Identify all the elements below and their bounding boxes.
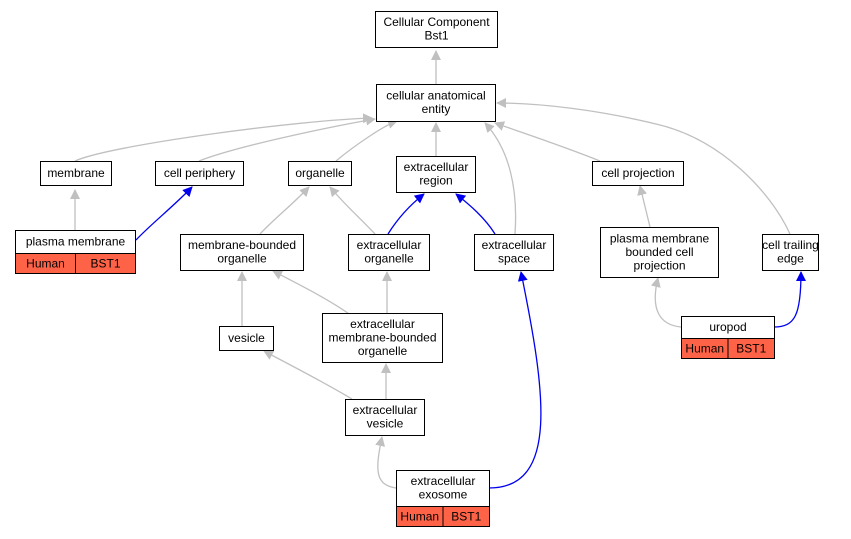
node-label: projection <box>633 258 685 272</box>
species-label: Human <box>400 510 439 524</box>
is-a-edge <box>259 186 310 235</box>
node-label: cell projection <box>601 166 674 180</box>
node-label: membrane-bounded <box>328 330 436 344</box>
node-label: extracellular <box>411 474 476 488</box>
node-label: region <box>419 174 452 188</box>
annotated-edge <box>387 193 425 235</box>
annotated-edge <box>135 186 193 241</box>
node-box <box>396 156 476 193</box>
node-box <box>375 11 498 48</box>
node-membrane[interactable]: membrane <box>40 161 112 186</box>
species-label: Human <box>685 342 724 356</box>
node-label: bounded cell <box>625 245 693 259</box>
node-label: cellular anatomical <box>386 89 485 103</box>
node-label: plasma membrane <box>26 234 126 248</box>
node-label: organelle <box>295 166 345 180</box>
node-label: extracellular <box>357 238 422 252</box>
node-box <box>592 161 684 186</box>
node-label: cell trailing <box>762 238 819 252</box>
node-box <box>180 234 304 271</box>
is-a-edge <box>272 270 353 317</box>
is-a-edge <box>637 185 651 228</box>
node-cell-periphery[interactable]: cell periphery <box>155 161 244 186</box>
node-label: Cellular Component <box>383 15 490 29</box>
node-label: membrane-bounded <box>188 238 296 252</box>
node-label: vesicle <box>228 331 265 345</box>
node-organelle[interactable]: organelle <box>288 161 352 186</box>
node-label: space <box>498 252 530 266</box>
node-label: exosome <box>419 488 468 502</box>
node-box <box>155 161 244 186</box>
is-a-edge <box>496 98 791 235</box>
node-label: extracellular <box>350 317 415 331</box>
node-label: plasma membrane <box>610 231 710 245</box>
is-a-edge <box>329 186 376 235</box>
node-label: organelle <box>358 344 408 358</box>
gene-cell <box>442 506 490 527</box>
node-box <box>396 470 490 507</box>
node-box <box>474 234 554 271</box>
node-label: extracellular <box>404 160 469 174</box>
node-label: uropod <box>709 320 746 334</box>
annotated-edge <box>488 271 542 489</box>
node-label: cell periphery <box>164 166 235 180</box>
node-label: entity <box>422 102 451 116</box>
node-label: Bst1 <box>424 29 448 43</box>
gene-label: BST1 <box>90 257 120 271</box>
is-a-edge <box>335 119 398 162</box>
node-box <box>376 84 496 122</box>
node-box <box>40 161 112 186</box>
gene-cell <box>727 338 775 359</box>
node-box <box>762 234 819 271</box>
node-label: extracellular <box>482 238 547 252</box>
gene-label: BST1 <box>451 510 481 524</box>
is-a-edge <box>650 277 682 328</box>
node-box <box>322 313 443 363</box>
node-box <box>288 161 352 186</box>
gene-label: BST1 <box>736 342 766 356</box>
node-label: vesicle <box>367 417 404 431</box>
node-cell-projection[interactable]: cell projection <box>592 161 684 186</box>
node-box <box>219 326 274 351</box>
edges-layer <box>70 50 806 489</box>
is-a-edge <box>494 121 601 162</box>
node-label: membrane <box>47 166 105 180</box>
gene-cell <box>75 253 136 274</box>
species-label: Human <box>26 257 65 271</box>
node-vesicle[interactable]: vesicle <box>219 326 274 351</box>
node-box <box>348 234 430 271</box>
node-box <box>600 227 719 278</box>
is-a-edge <box>198 115 376 162</box>
node-label: organelle <box>217 252 267 266</box>
annotated-edge <box>773 271 806 328</box>
is-a-edge <box>484 122 517 235</box>
node-label: extracellular <box>353 403 418 417</box>
is-a-edge <box>375 436 397 489</box>
node-label: organelle <box>364 252 414 266</box>
node-label: edge <box>777 252 804 266</box>
is-a-edge <box>74 113 373 162</box>
node-box <box>345 399 425 436</box>
annotated-edge <box>455 193 496 235</box>
is-a-edge <box>263 350 353 400</box>
